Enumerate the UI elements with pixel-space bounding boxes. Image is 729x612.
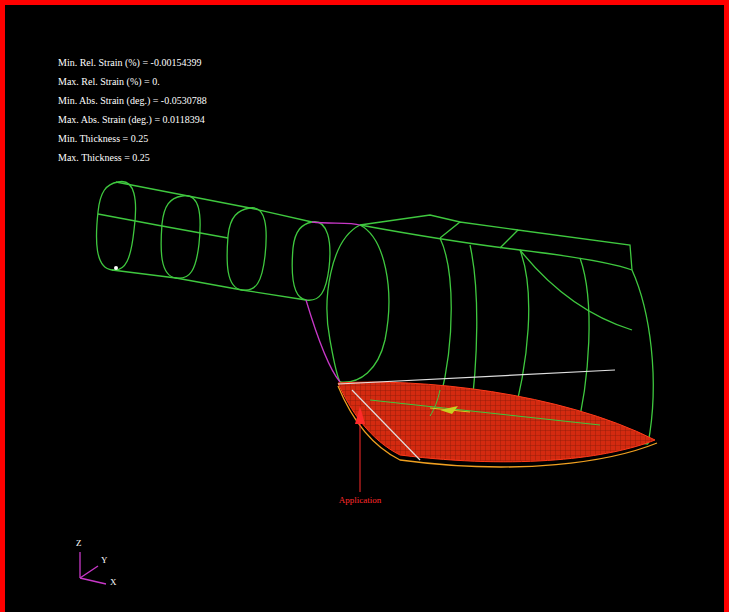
statistic-line: Max. Thickness = 0.25 xyxy=(58,152,150,163)
statistic-line: Max. Abs. Strain (deg.) = 0.0118394 xyxy=(58,114,205,125)
statistic-line: Min. Rel. Strain (%) = -0.00154399 xyxy=(58,57,201,68)
load-label: Application xyxy=(339,495,382,505)
statistic-line: Max. Rel. Strain (%) = 0. xyxy=(58,76,160,87)
axis-label: X xyxy=(110,577,117,587)
statistic-line: Min. Thickness = 0.25 xyxy=(58,133,148,144)
axis-label: Z xyxy=(76,538,82,548)
axis-label: Y xyxy=(101,555,108,565)
statistic-line: Min. Abs. Strain (deg.) = -0.0530788 xyxy=(58,95,207,106)
